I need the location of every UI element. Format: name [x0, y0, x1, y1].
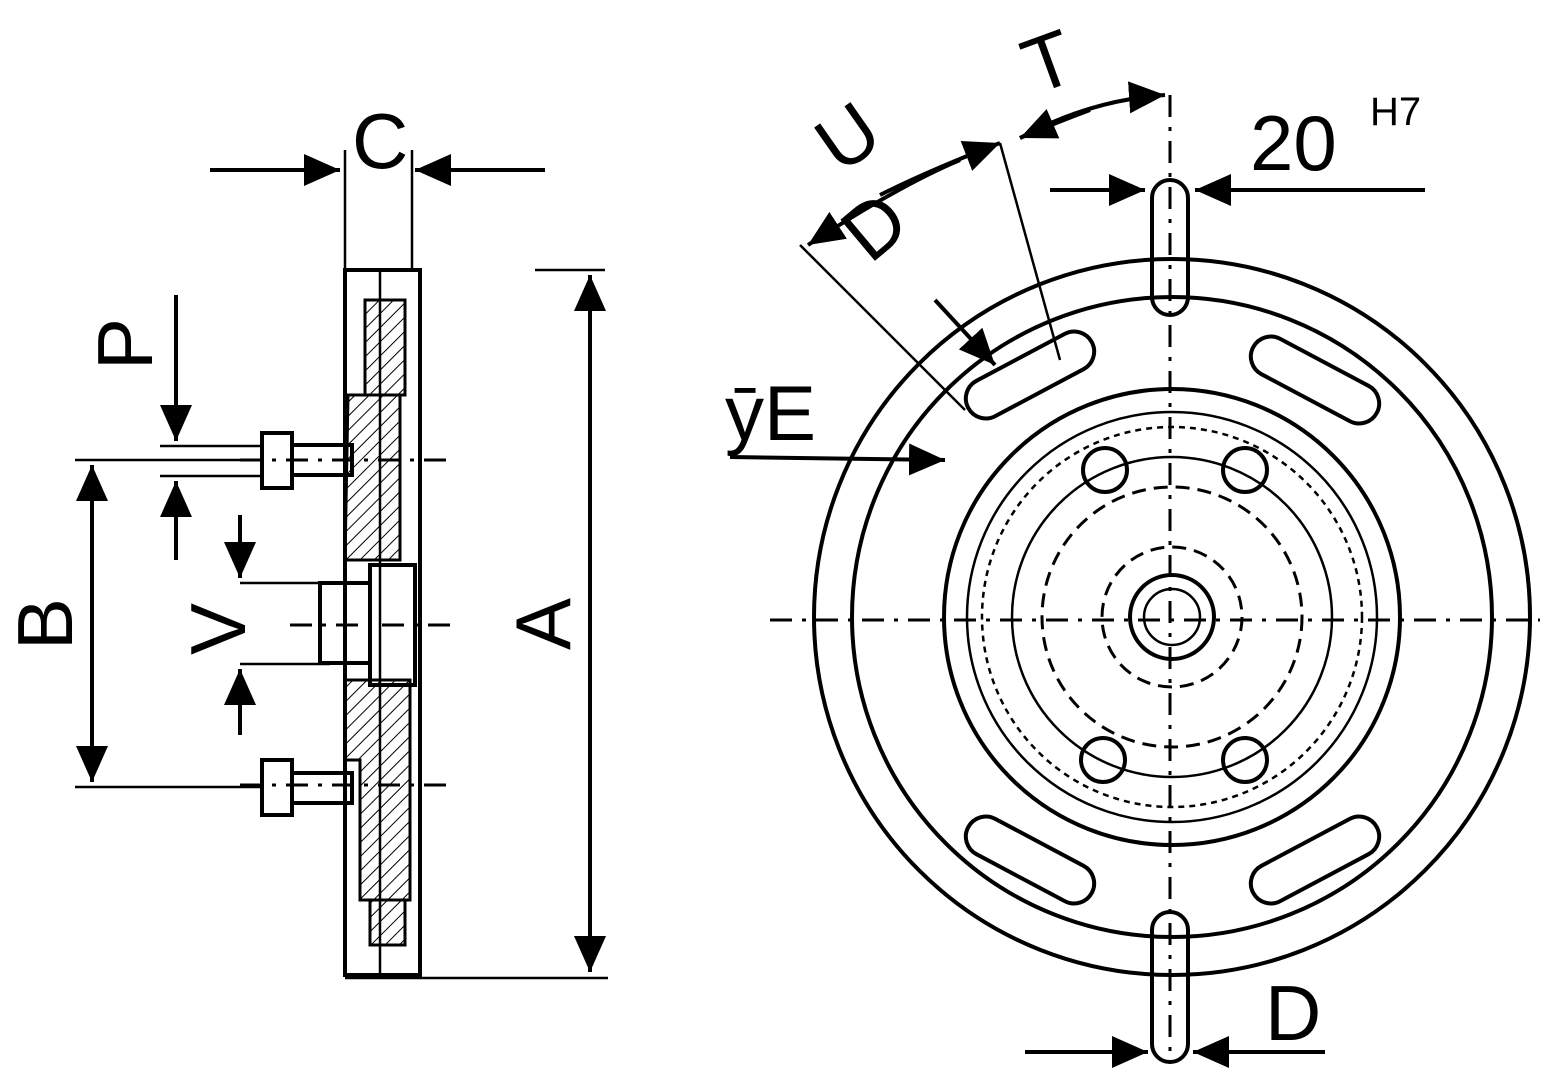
dim-label-e: ȳE — [725, 369, 816, 457]
dim-label-bore: 20 — [1250, 99, 1337, 187]
slot — [963, 814, 1097, 906]
dim-label-p: P — [81, 318, 169, 370]
dim-label-u: U — [799, 85, 896, 189]
screw — [1221, 446, 1269, 494]
dim-label-c: C — [352, 97, 408, 185]
center-hub — [1128, 573, 1216, 661]
side-view: C A B P V — [1, 97, 608, 980]
dim-label-v: V — [174, 603, 262, 655]
dim-label-a: A — [499, 598, 587, 650]
screw — [1079, 736, 1127, 784]
plate-outline — [343, 268, 422, 977]
dim-label-d-upper: D — [824, 174, 924, 278]
bolt-lower — [260, 758, 294, 817]
dim-label-d-lower: D — [1265, 969, 1321, 1057]
slot — [1248, 814, 1382, 906]
dim-label-bore-tolerance: H7 — [1370, 90, 1421, 134]
screw — [1081, 446, 1129, 494]
chuck-body — [942, 387, 1402, 847]
section-hatch-lower — [343, 678, 412, 902]
section-hatch-upper — [343, 393, 402, 562]
dim-label-t: T — [1011, 12, 1086, 111]
slot — [963, 329, 1097, 421]
screw — [1221, 736, 1269, 784]
front-view: 20 H7 T U D ȳE D — [725, 12, 1540, 1068]
dim-label-b: B — [1, 598, 89, 650]
slot — [1248, 334, 1382, 426]
outer-rim — [812, 257, 1532, 977]
